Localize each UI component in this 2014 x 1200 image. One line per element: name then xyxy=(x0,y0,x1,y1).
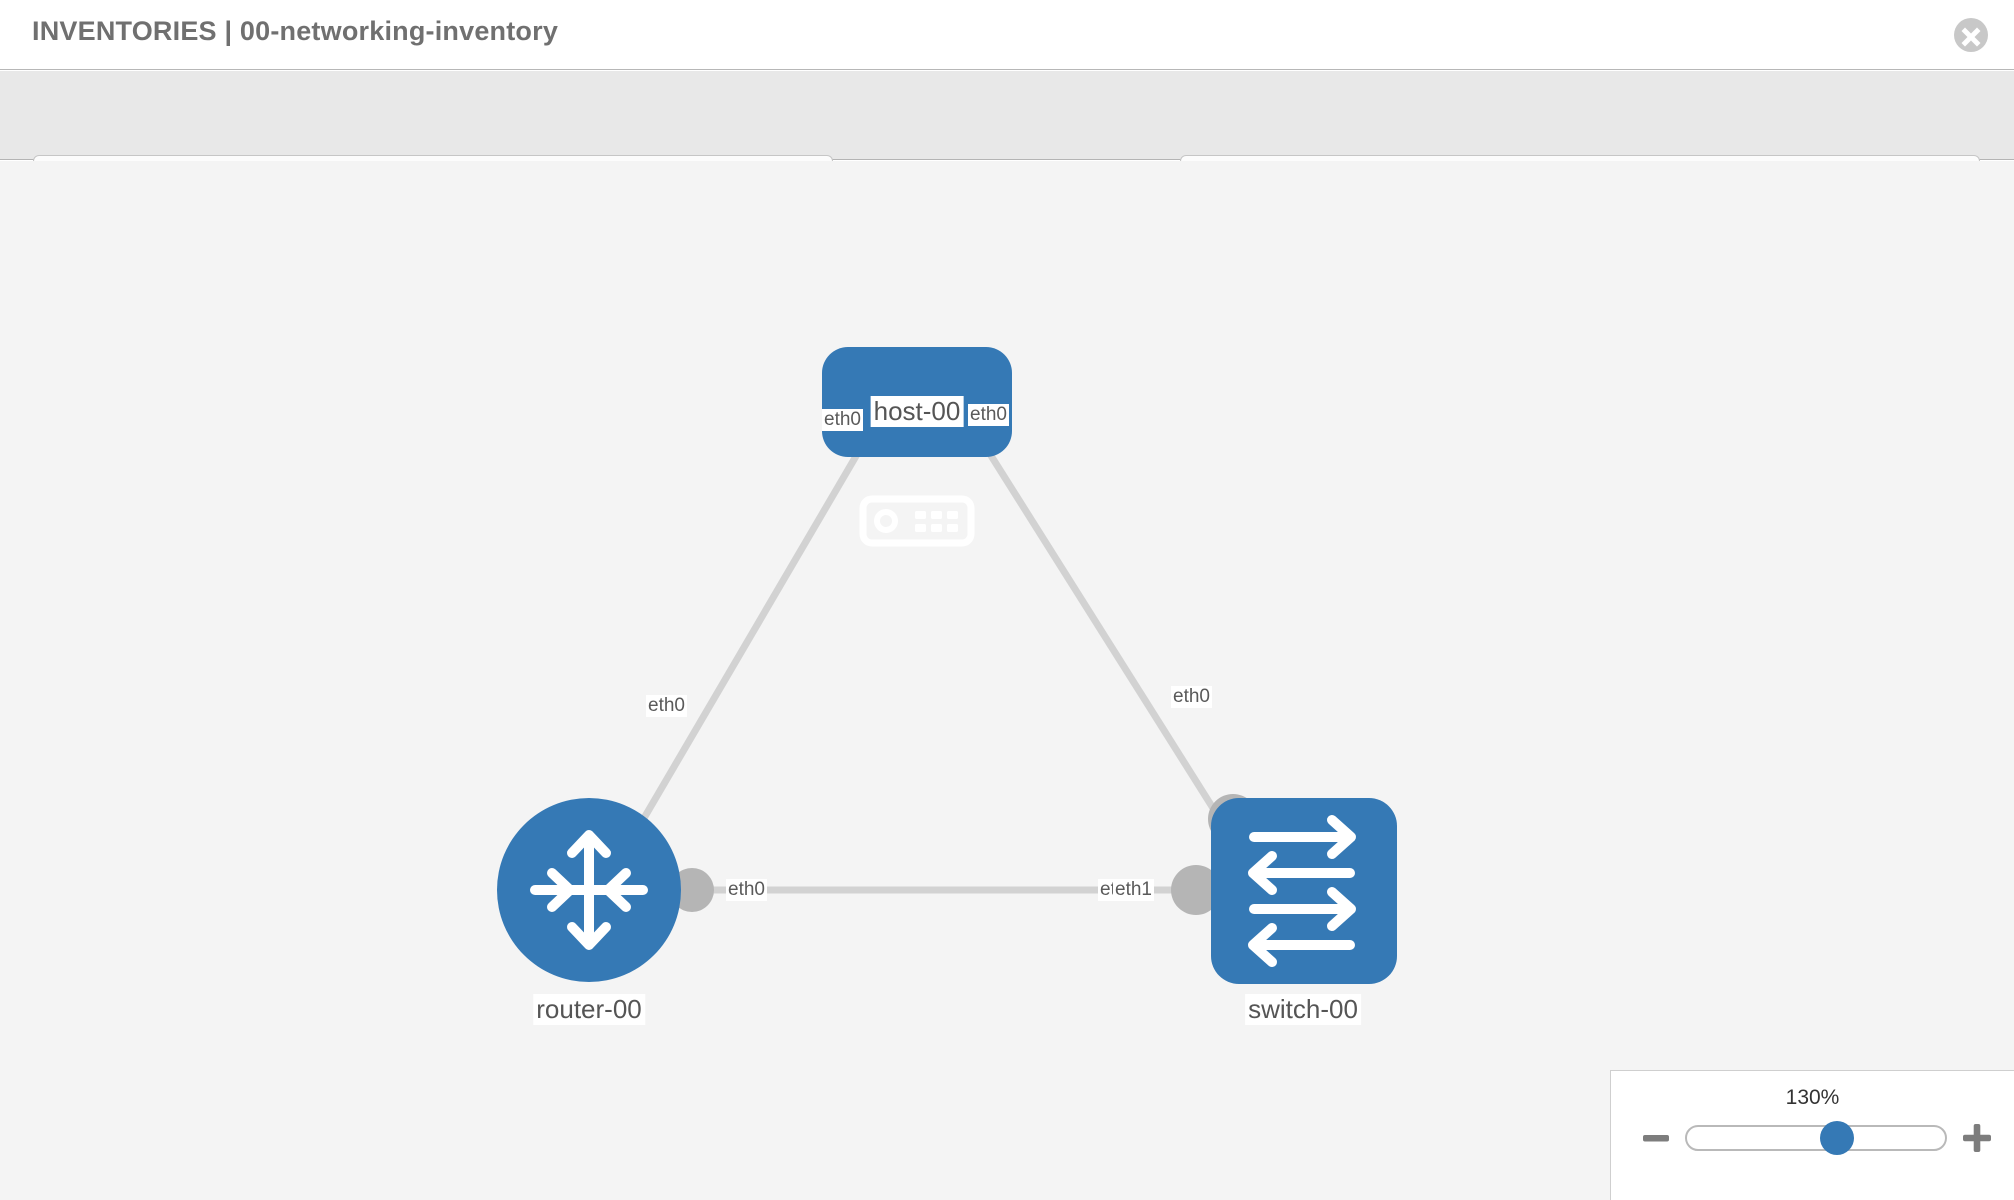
iface-label-router-right: eth0 xyxy=(726,879,767,901)
page-title: INVENTORIES | 00-networking-inventory xyxy=(32,16,559,46)
toolbar: ACTIONS SEARCH xyxy=(0,71,2014,210)
router-arrows-icon xyxy=(530,830,648,950)
page-header: INVENTORIES | 00-networking-inventory xyxy=(0,0,2014,70)
node-label-switch-00: switch-00 xyxy=(1245,994,1361,1025)
node-switch-00[interactable] xyxy=(1211,798,1397,984)
topology-links xyxy=(609,379,1255,894)
plus-icon[interactable] xyxy=(1960,1121,1994,1155)
zoom-control-panel: 130% xyxy=(1610,1070,2014,1200)
node-router-00[interactable] xyxy=(497,798,681,982)
topology-graph xyxy=(497,347,1397,984)
iface-circle-router-right[interactable] xyxy=(670,868,714,912)
zoom-slider-thumb[interactable] xyxy=(1819,1121,1854,1155)
zoom-level-value: 130% xyxy=(1785,1086,1840,1109)
close-icon[interactable] xyxy=(1954,18,1988,52)
node-host-00[interactable] xyxy=(822,347,1012,547)
node-label-router-00: router-00 xyxy=(533,994,645,1025)
switch-arrows-icon xyxy=(1248,815,1356,967)
server-icon xyxy=(859,495,975,547)
iface-label-host-left: eth0 xyxy=(822,409,863,431)
link-host-router[interactable] xyxy=(609,379,904,873)
iface-circle-switch-left[interactable] xyxy=(1171,865,1221,915)
topology-canvas[interactable]: host-00 router-00 switch-00 eth0 eth0 et… xyxy=(0,161,2014,1200)
iface-label-switch-left-b: eth1 xyxy=(1113,879,1154,901)
node-switch-00-shape[interactable] xyxy=(1211,798,1397,984)
link-host-switch[interactable] xyxy=(941,379,1243,853)
node-label-host-00: host-00 xyxy=(870,396,964,427)
iface-label-switch-up: eth0 xyxy=(1171,686,1212,708)
iface-label-host-right: eth0 xyxy=(968,404,1009,426)
zoom-slider-track[interactable] xyxy=(1685,1121,1947,1155)
iface-label-router-up: eth0 xyxy=(646,695,687,717)
minus-icon[interactable] xyxy=(1639,1121,1673,1155)
